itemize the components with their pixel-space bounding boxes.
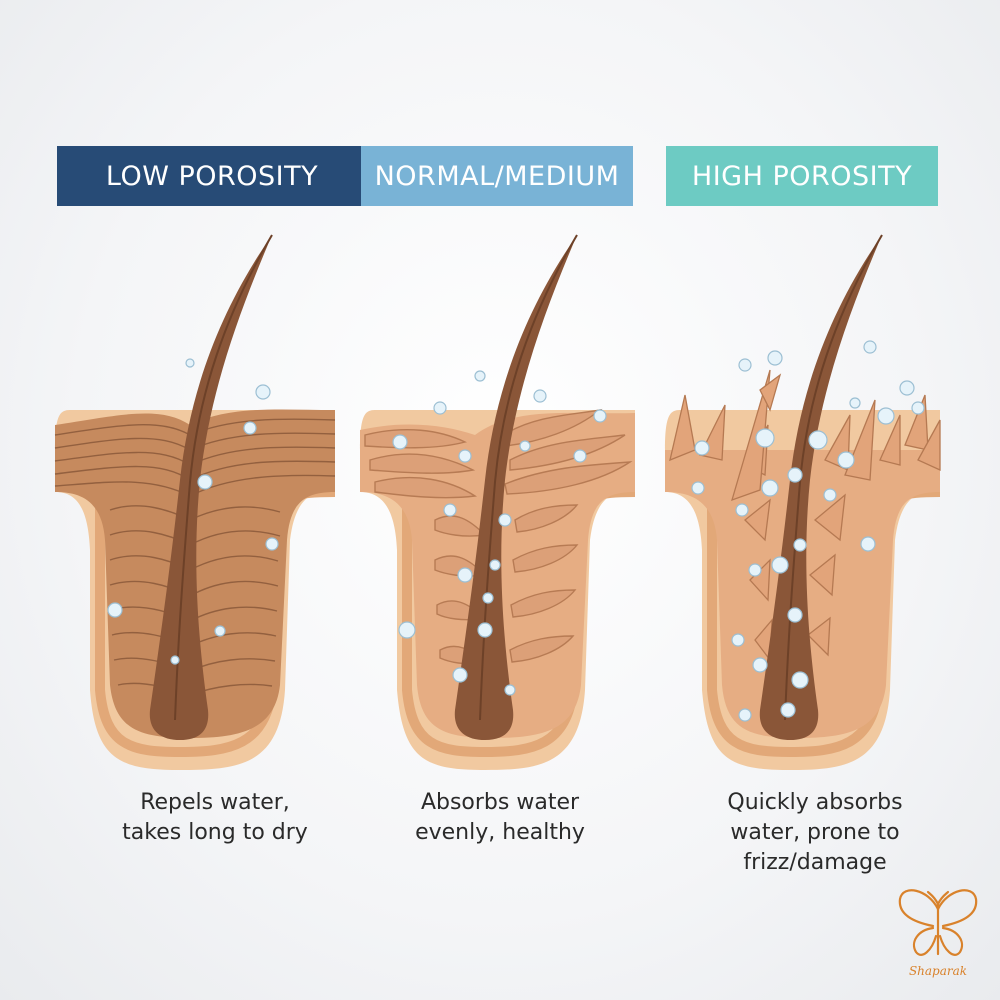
brand-logo-text: Shaparak xyxy=(908,964,968,978)
high-porosity-hair-diagram xyxy=(665,234,941,770)
header-low-porosity: LOW POROSITY xyxy=(57,146,367,206)
caption-line: takes long to dry xyxy=(122,820,308,845)
caption-line: evenly, healthy xyxy=(415,820,585,845)
header-high-porosity-label: HIGH POROSITY xyxy=(691,160,913,192)
medium-porosity-hair-diagram xyxy=(360,234,636,770)
caption-line: Quickly absorbs xyxy=(727,790,903,815)
caption-line: water, prone to xyxy=(730,820,900,845)
caption-normal-medium: Absorbs water evenly, healthy xyxy=(355,788,645,848)
header-high-porosity: HIGH POROSITY xyxy=(666,146,938,206)
header-normal-medium-label: NORMAL/MEDIUM xyxy=(374,160,620,192)
caption-line: Absorbs water xyxy=(420,790,580,815)
brand-logo: Shaparak xyxy=(888,884,988,984)
water-drops xyxy=(107,358,279,665)
header-normal-medium: NORMAL/MEDIUM xyxy=(361,146,633,206)
low-porosity-hair-diagram xyxy=(54,234,336,770)
butterfly-icon xyxy=(898,889,978,956)
caption-line: Repels water, xyxy=(140,790,290,815)
panel-normal-medium: NORMAL/MEDIUM xyxy=(345,0,645,1000)
panel-low-porosity: LOW POROSITY xyxy=(40,0,367,1000)
caption-line: frizz/damage xyxy=(743,850,887,875)
caption-high-porosity: Quickly absorbs water, prone to frizz/da… xyxy=(665,788,965,878)
header-low-porosity-label: LOW POROSITY xyxy=(105,160,319,192)
caption-low-porosity: Repels water, takes long to dry xyxy=(70,788,360,848)
panel-high-porosity: HIGH POROSITY xyxy=(650,0,950,1000)
